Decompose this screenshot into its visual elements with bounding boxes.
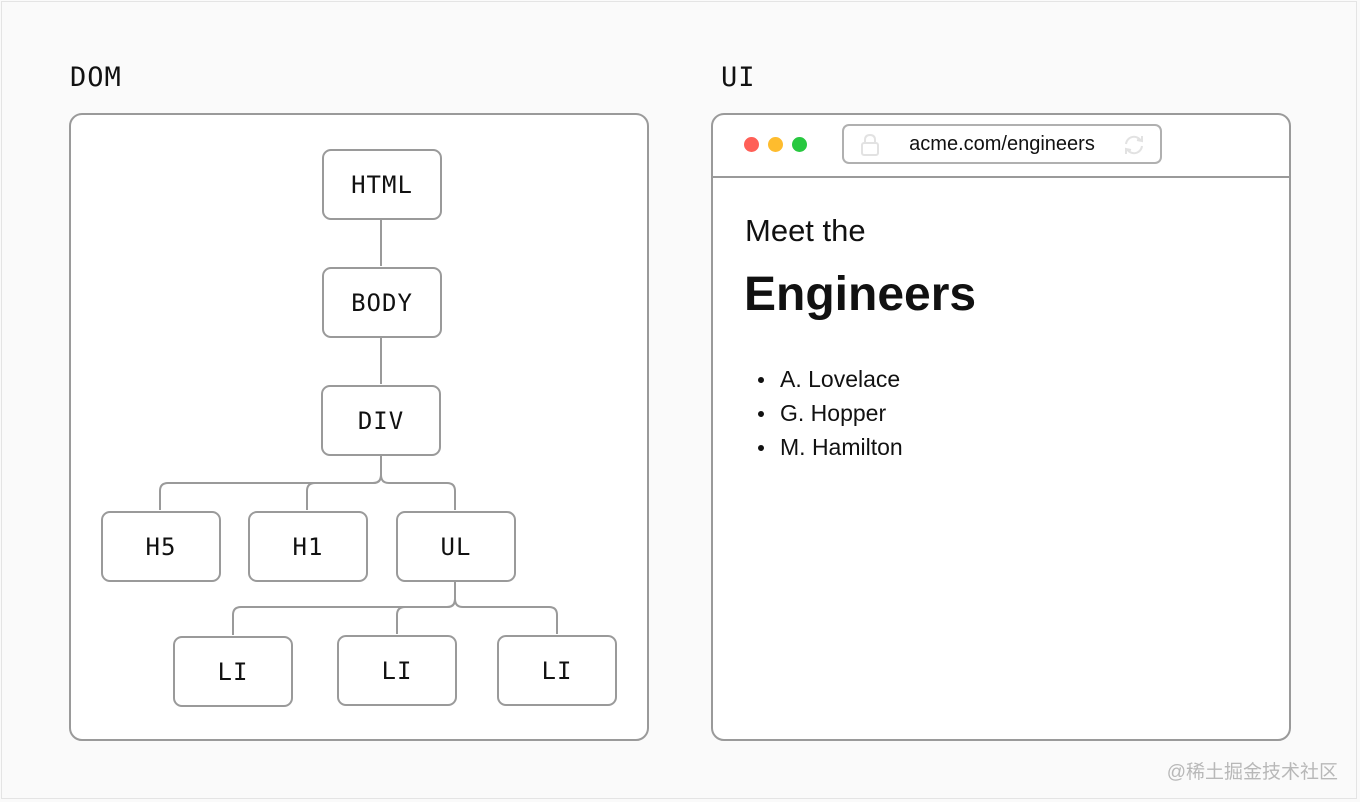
list-item: G. Hopper <box>745 396 903 430</box>
dom-heading: DOM <box>70 62 122 93</box>
lock-icon <box>860 133 880 162</box>
address-bar[interactable]: acme.com/engineers <box>842 124 1162 164</box>
node-li-1: LI <box>173 636 293 707</box>
node-div: DIV <box>321 385 441 456</box>
node-body: BODY <box>322 267 442 338</box>
ui-heading: UI <box>721 62 756 93</box>
page-intro-text: Meet the <box>745 213 866 248</box>
minimize-window-button[interactable] <box>768 137 783 152</box>
maximize-window-button[interactable] <box>792 137 807 152</box>
url-text: acme.com/engineers <box>909 132 1095 155</box>
list-item: M. Hamilton <box>745 430 903 464</box>
dom-tree-panel: HTML BODY DIV H5 H1 UL LI LI LI <box>69 113 649 741</box>
reload-icon[interactable] <box>1122 134 1146 161</box>
list-item: A. Lovelace <box>745 362 903 396</box>
engineer-list: A. Lovelace G. Hopper M. Hamilton <box>745 362 903 464</box>
node-html: HTML <box>322 149 442 220</box>
browser-window: acme.com/engineers Meet the Engineers A.… <box>711 113 1291 741</box>
node-ul: UL <box>396 511 516 582</box>
node-h5: H5 <box>101 511 221 582</box>
node-h1: H1 <box>248 511 368 582</box>
page-title: Engineers <box>744 268 977 321</box>
node-li-3: LI <box>497 635 617 706</box>
close-window-button[interactable] <box>744 137 759 152</box>
watermark: @稀土掘金技术社区 <box>1166 762 1338 783</box>
node-li-2: LI <box>337 635 457 706</box>
tree-connectors <box>159 218 558 635</box>
browser-toolbar: acme.com/engineers <box>713 115 1289 178</box>
